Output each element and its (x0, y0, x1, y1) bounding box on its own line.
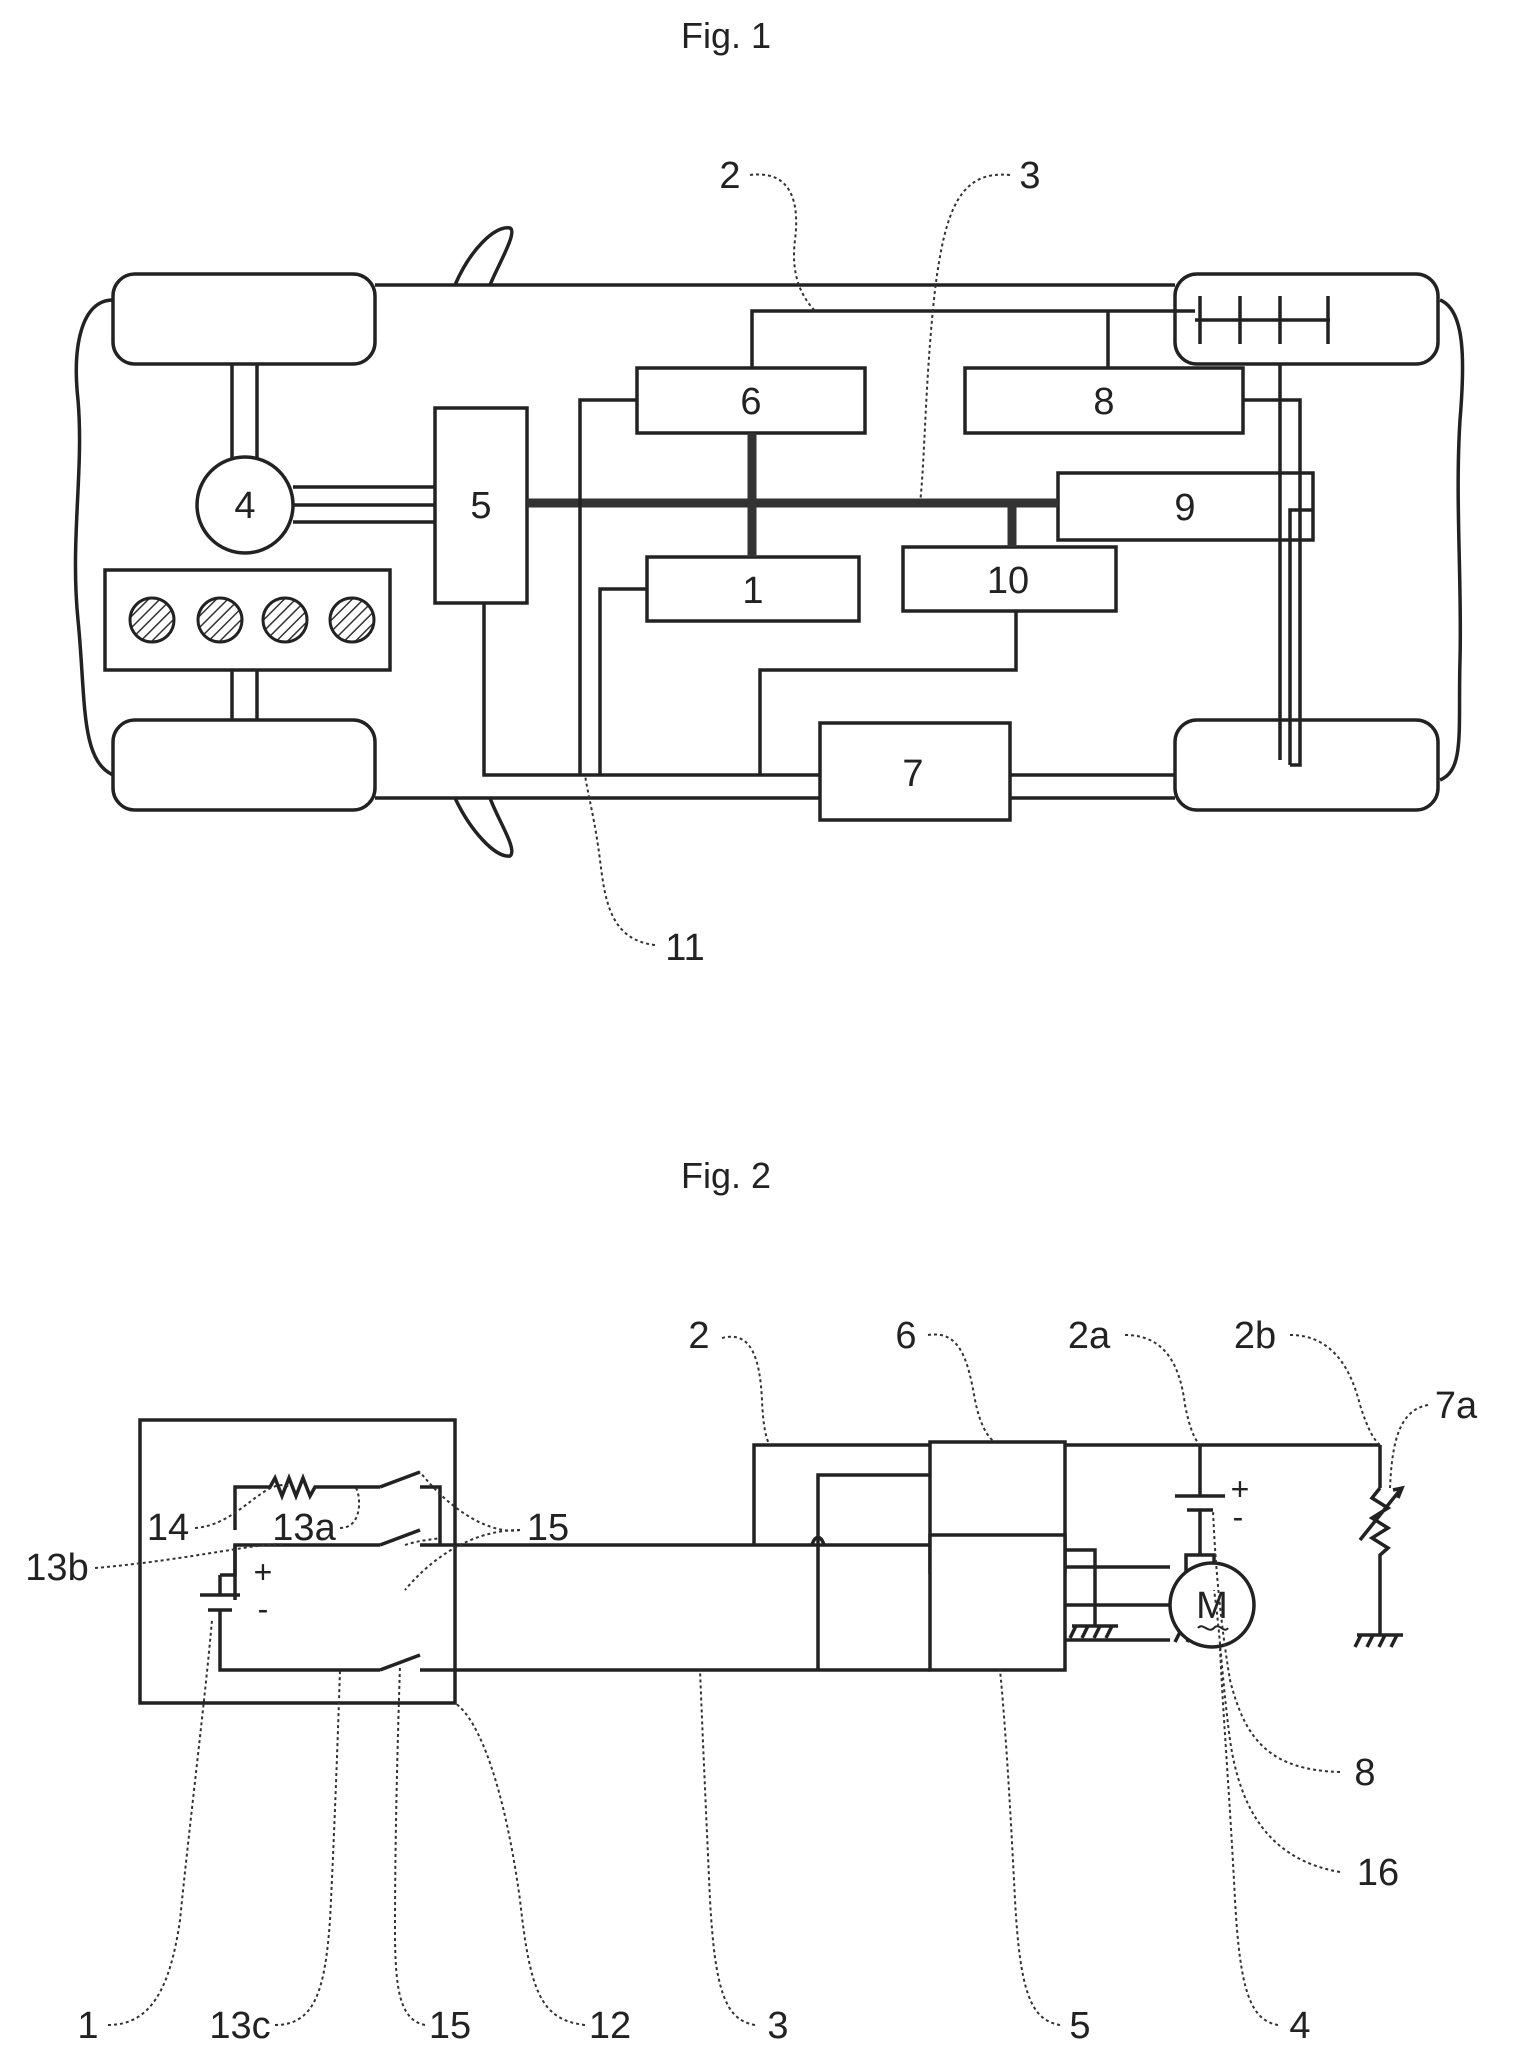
wheel-rear-right (1175, 720, 1438, 810)
figure-1: Fig. 1 (75, 15, 1462, 969)
cylinder-1 (130, 598, 174, 642)
leader-6-fig2 (928, 1334, 995, 1442)
label-8: 8 (1093, 381, 1114, 423)
leader-11-fig1 (585, 775, 655, 945)
ref-15-bottom: 15 (429, 2005, 471, 2047)
leader-2b (1290, 1335, 1380, 1445)
leader-2-fig1 (750, 174, 815, 311)
leader-5-fig2 (1000, 1670, 1060, 2025)
fig2-line-2 (754, 1445, 930, 1545)
leader-2a (1125, 1335, 1200, 1445)
label-6: 6 (740, 381, 761, 423)
cylinder-2 (198, 598, 242, 642)
ref-14: 14 (147, 1507, 189, 1549)
ground-block-6 (1065, 1550, 1118, 1638)
cylinder-4 (330, 598, 374, 642)
fig2-return-6 (812, 1538, 824, 1671)
ref-13b: 13b (25, 1547, 88, 1589)
wheel-front-right (113, 720, 375, 810)
cylinder-3 (263, 598, 307, 642)
aux-minus-sign: - (1233, 1499, 1244, 1535)
fig2-block-5 (930, 1535, 1065, 1670)
motor-shaft-lines (293, 487, 435, 522)
fig2-line-2a-2b (1065, 1445, 1380, 1496)
label-5: 5 (470, 485, 491, 527)
ref-4-fig2: 4 (1289, 2005, 1310, 2047)
ground-7a (1355, 1635, 1403, 1647)
ref-15-top: 15 (527, 1507, 569, 1549)
ref-12: 12 (589, 2005, 631, 2047)
ref-7a: 7a (1435, 1385, 1478, 1427)
ref-2-fig2: 2 (688, 1315, 709, 1357)
fig1-bus-3 (527, 433, 1058, 557)
label-4: 4 (234, 485, 255, 527)
ref-3-fig2: 3 (767, 2005, 788, 2047)
leader-12 (455, 1703, 585, 2025)
leader-15-bottom (395, 1665, 425, 2025)
ref-5-fig2: 5 (1069, 2005, 1090, 2047)
ref-6-fig2: 6 (895, 1315, 916, 1357)
label-9: 9 (1174, 487, 1195, 529)
aux-battery-8 (1175, 1496, 1225, 1555)
ref-8: 8 (1354, 1752, 1375, 1794)
fig1-line-2 (752, 311, 1195, 368)
figure-2: Fig. 2 + - + - (25, 1155, 1478, 2047)
label-7: 7 (902, 753, 923, 795)
mirror-bottom (455, 798, 512, 856)
ref-2b: 2b (1234, 1315, 1276, 1357)
variable-resistor-7a (1360, 1488, 1402, 1635)
ref-3-fig1: 3 (1019, 155, 1040, 197)
leader-7a (1390, 1405, 1428, 1488)
leader-2-fig2 (722, 1337, 770, 1445)
ref-13a: 13a (272, 1507, 336, 1549)
leader-3-fig1 (920, 175, 1010, 503)
fig2-title: Fig. 2 (681, 1155, 771, 1196)
wheel-front-left (113, 274, 375, 364)
battery-plus-sign: + (254, 1554, 273, 1590)
ref-13c: 13c (209, 2005, 270, 2047)
ref-2a: 2a (1068, 1315, 1111, 1357)
motor-m-label: M (1196, 1585, 1228, 1627)
ref-2-fig1: 2 (719, 155, 740, 197)
ref-16: 16 (1357, 1852, 1399, 1894)
motor-feed-lines (1065, 1567, 1170, 1640)
ref-1-fig2: 1 (77, 2005, 98, 2047)
fig2-line-6-neg (818, 1475, 930, 1540)
leader-13c (275, 1670, 340, 2025)
mirror-top (455, 228, 512, 285)
label-1: 1 (742, 570, 763, 612)
battery-minus-sign: - (258, 1591, 269, 1627)
label-10: 10 (987, 560, 1029, 602)
ref-11-fig1: 11 (665, 927, 704, 969)
fig1-title: Fig. 1 (681, 15, 771, 56)
leader-3-fig2 (700, 1670, 755, 2025)
